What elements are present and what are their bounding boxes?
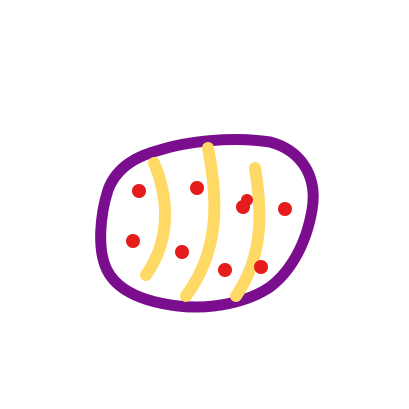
stripe-middle (180, 142, 221, 302)
stripe-left (140, 157, 171, 281)
red-dot (241, 194, 253, 206)
red-dot (278, 202, 292, 216)
red-dot (254, 260, 268, 274)
red-dot (132, 184, 146, 198)
red-dot (190, 181, 204, 195)
red-dot (218, 263, 232, 277)
red-dot (126, 234, 140, 248)
red-dot (175, 245, 189, 259)
stripe-right (230, 162, 266, 302)
